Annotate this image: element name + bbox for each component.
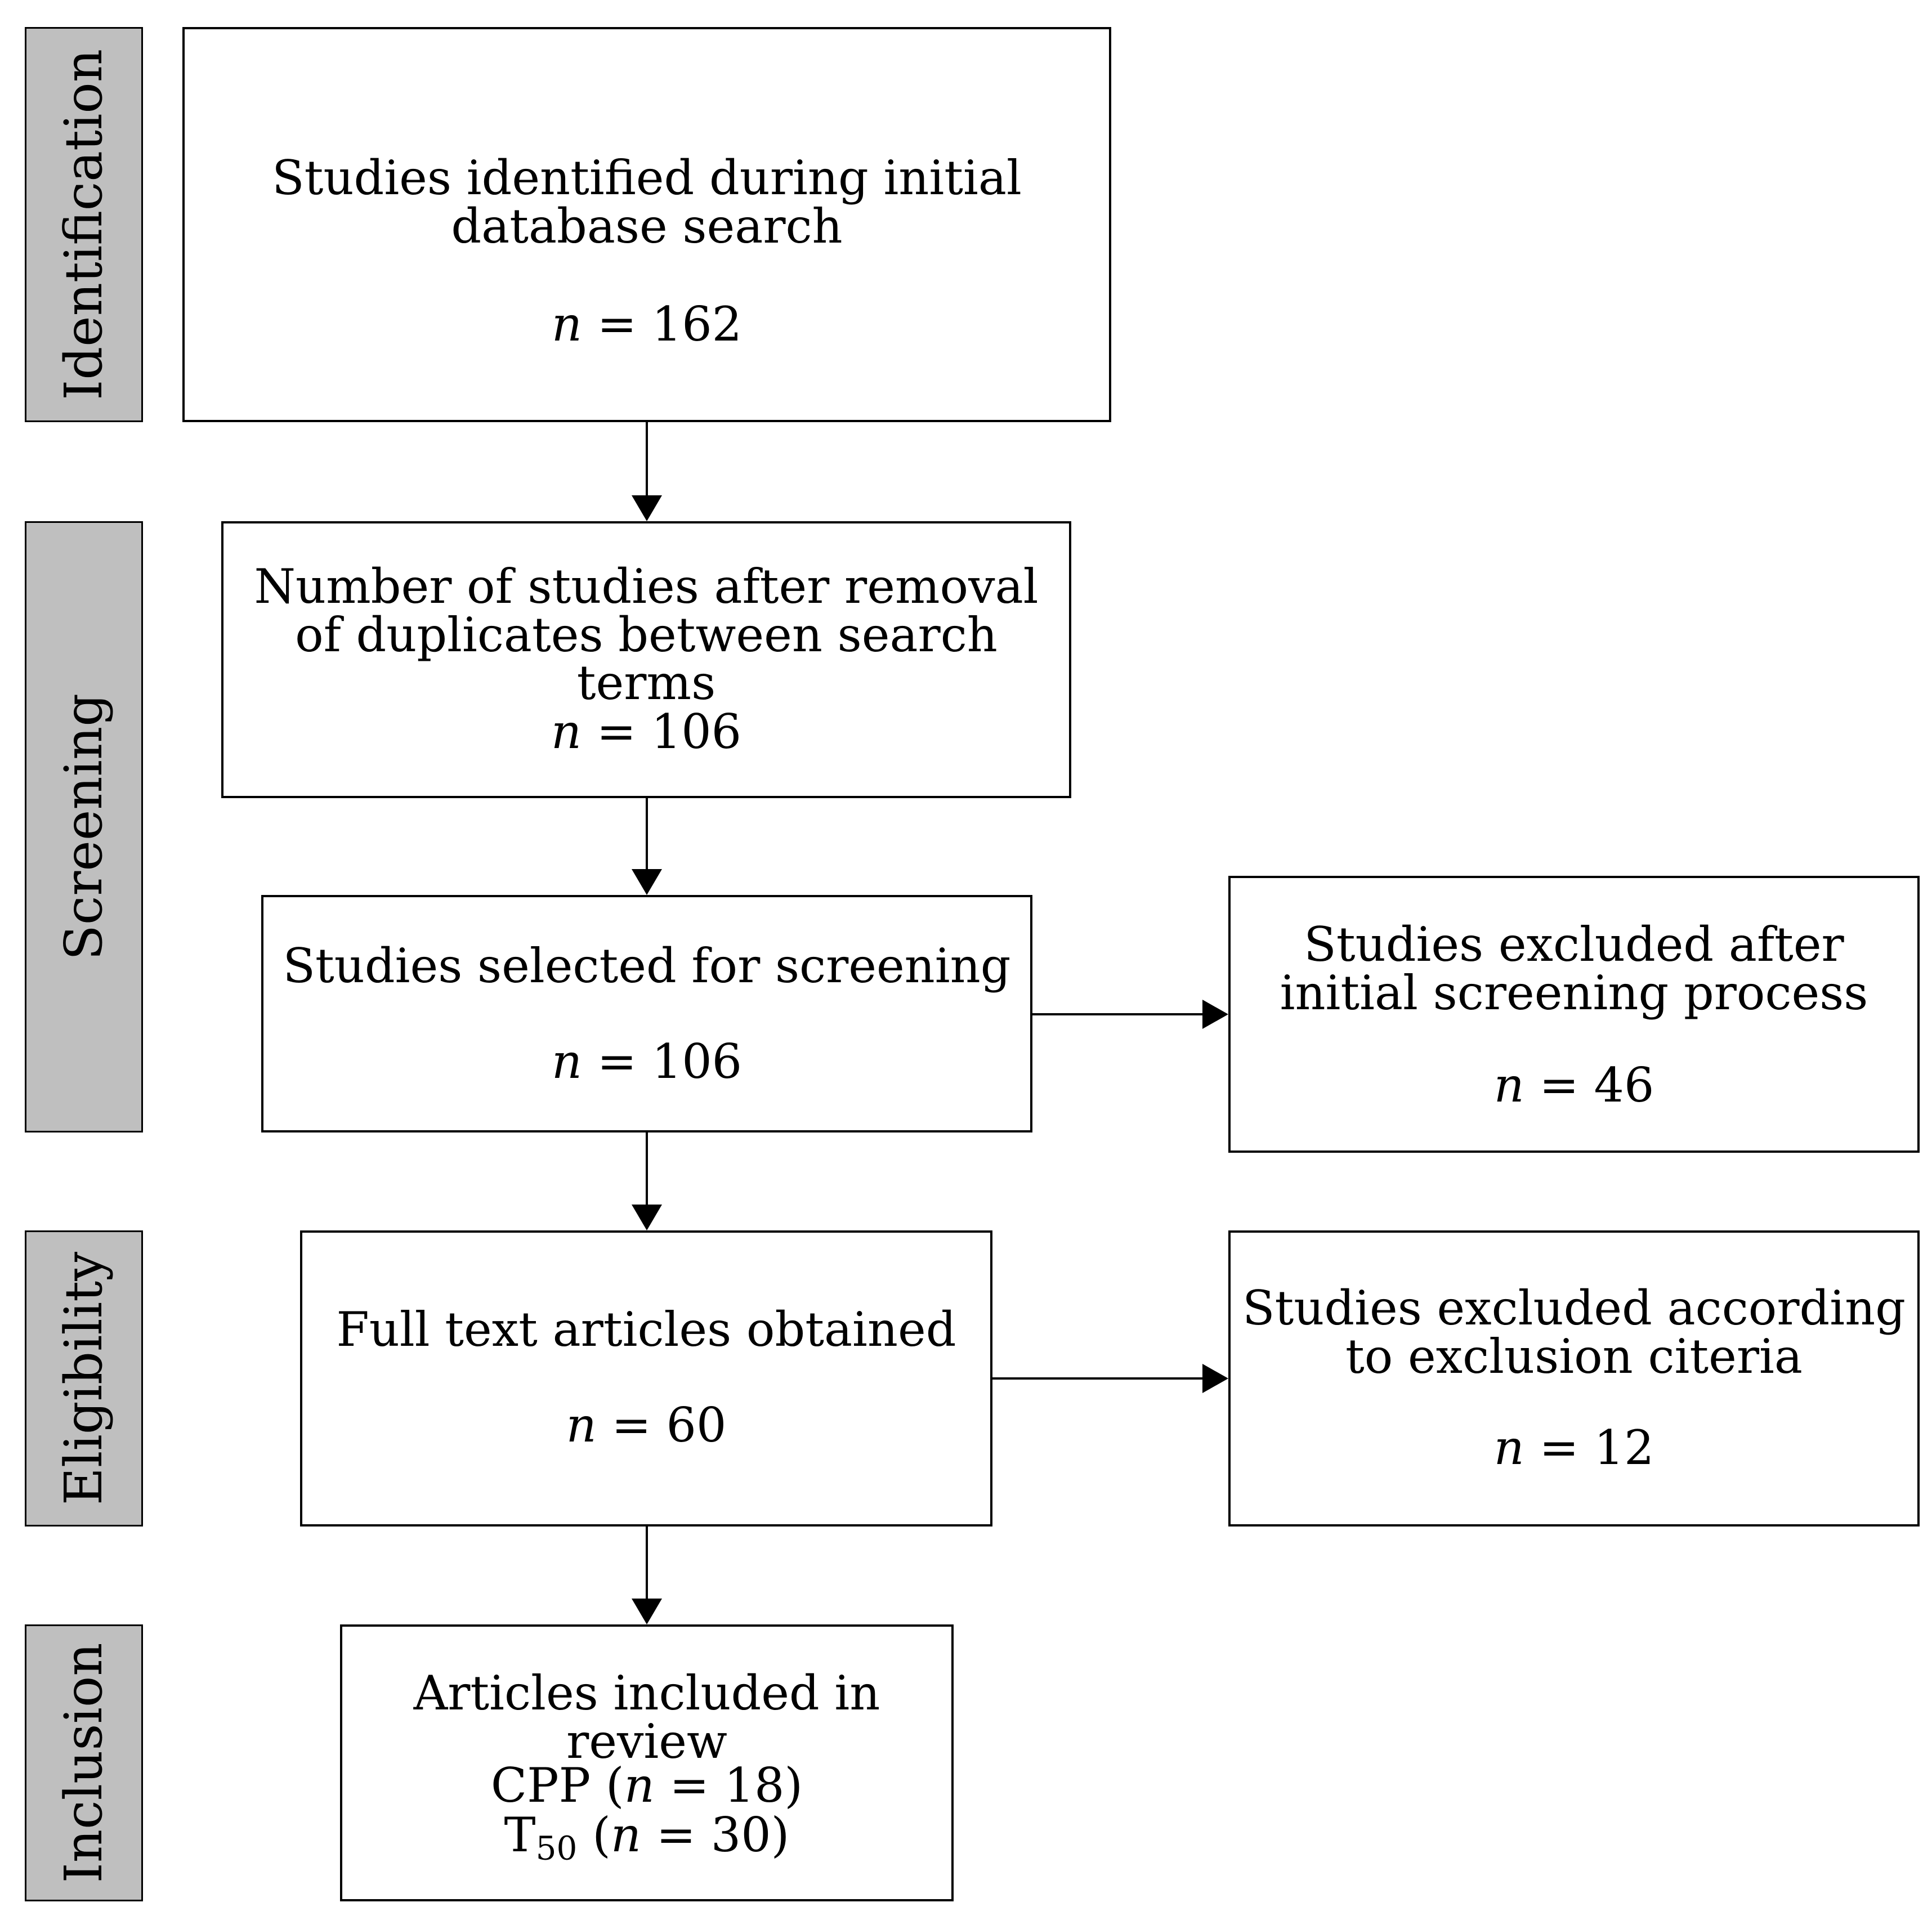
- n-symbol: n: [1493, 1420, 1524, 1475]
- box-excluded-after-screening-title: Studies excluded after initial screening…: [1280, 917, 1868, 1020]
- cpp-label: CPP: [490, 1758, 591, 1813]
- box-full-text-obtained-n: 60: [666, 1398, 727, 1453]
- box-excluded-by-criteria-count: n = 12: [1231, 1423, 1917, 1472]
- phase-eligibility: Eligibility: [25, 1230, 143, 1526]
- box-included-in-review-title: Articles included in review: [413, 1666, 880, 1769]
- box-excluded-by-criteria-n: 12: [1594, 1420, 1654, 1475]
- arrowhead-to-screened: [632, 869, 662, 895]
- box-full-text-obtained: Full text articles obtained n = 60: [300, 1230, 992, 1526]
- cpp-n: 18: [724, 1758, 785, 1813]
- equals-sign: =: [669, 1758, 709, 1813]
- box-selected-for-screening: Studies selected for screening n = 106: [261, 895, 1032, 1132]
- arrowhead-to-excluded-criteria: [1202, 1364, 1228, 1393]
- n-symbol: n: [610, 1807, 641, 1863]
- box-selected-for-screening-n: 106: [651, 1034, 743, 1089]
- box-studies-identified-count: n = 162: [185, 300, 1109, 349]
- t50-subscript: 50: [535, 1829, 578, 1868]
- n-symbol: n: [1493, 1058, 1524, 1113]
- n-symbol: n: [551, 297, 582, 352]
- box-included-in-review: Articles included in review CPP (n = 18)…: [340, 1624, 954, 1901]
- box-excluded-after-screening-n: 46: [1594, 1058, 1654, 1113]
- arrowhead-to-included: [632, 1599, 662, 1624]
- equals-sign: =: [656, 1807, 696, 1863]
- equals-sign: =: [1539, 1420, 1579, 1475]
- box-after-duplicate-removal-count: n = 106: [223, 708, 1069, 756]
- phase-screening: Screening: [25, 521, 143, 1132]
- box-excluded-by-criteria: Studies excluded according to exclusion …: [1228, 1230, 1920, 1526]
- cpp-count-line: CPP (n = 18): [490, 1758, 803, 1813]
- arrowhead-to-deduplicated: [632, 495, 662, 521]
- equals-sign: =: [597, 1034, 637, 1089]
- phase-identification: Identification: [25, 27, 143, 422]
- box-full-text-obtained-count: n = 60: [302, 1401, 990, 1450]
- n-symbol: n: [551, 1034, 582, 1089]
- t50-n: 30: [710, 1807, 771, 1863]
- n-symbol: n: [624, 1758, 655, 1813]
- box-after-duplicate-removal-title: Number of studies after removal of dupli…: [254, 559, 1039, 711]
- phase-inclusion: Inclusion: [25, 1624, 143, 1901]
- equals-sign: =: [611, 1398, 651, 1453]
- box-excluded-by-criteria-title: Studies excluded according to exclusion …: [1242, 1281, 1906, 1384]
- t50-count-line: T50 (n = 30): [504, 1807, 790, 1868]
- box-after-duplicate-removal: Number of studies after removal of dupli…: [221, 521, 1071, 798]
- box-after-duplicate-removal-n: 106: [651, 704, 742, 759]
- equals-sign: =: [596, 704, 637, 759]
- box-studies-identified-n: 162: [651, 297, 743, 352]
- box-selected-for-screening-title: Studies selected for screening: [283, 938, 1011, 993]
- t50-label: T50: [504, 1807, 578, 1868]
- box-selected-for-screening-count: n = 106: [263, 1037, 1030, 1086]
- box-studies-identified-title: Studies identified during initial databa…: [272, 150, 1022, 254]
- equals-sign: =: [1539, 1058, 1579, 1113]
- arrowhead-to-fulltext: [632, 1205, 662, 1230]
- box-excluded-after-screening: Studies excluded after initial screening…: [1228, 876, 1920, 1153]
- arrowhead-to-excluded-screening: [1202, 1000, 1228, 1029]
- n-symbol: n: [566, 1398, 597, 1453]
- box-studies-identified: Studies identified during initial databa…: [182, 27, 1111, 422]
- equals-sign: =: [597, 297, 637, 352]
- box-full-text-obtained-title: Full text articles obtained: [336, 1302, 956, 1357]
- n-symbol: n: [551, 704, 582, 759]
- box-excluded-after-screening-count: n = 46: [1231, 1061, 1917, 1110]
